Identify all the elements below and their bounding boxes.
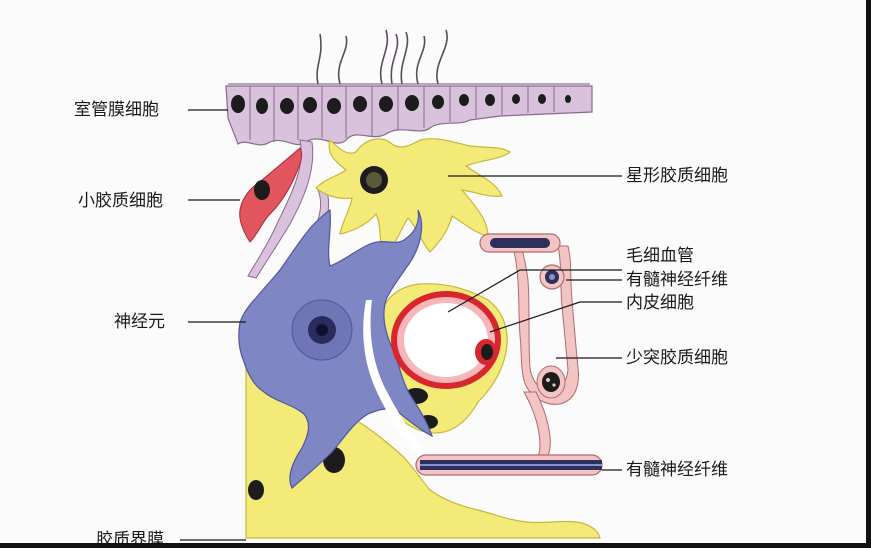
label-endothelial-cell: 内皮细胞 [626, 293, 694, 313]
myelinated-fiber-top [479, 233, 561, 253]
ependymal-cells [225, 85, 593, 146]
label-myelinated-fiber-top: 有髓神经纤维 [626, 270, 728, 290]
capillary [391, 291, 501, 389]
microglia [239, 147, 303, 243]
frame-border-right [866, 0, 871, 548]
leader-lines [180, 109, 622, 541]
astrocyte [315, 138, 512, 255]
myelinated-fiber-cross-section [539, 264, 565, 290]
label-microglia: 小胶质细胞 [78, 191, 163, 211]
myelinated-fiber-bottom [415, 454, 603, 476]
label-myelinated-fiber-bottom: 有髓神经纤维 [626, 460, 728, 480]
cilia [316, 29, 448, 85]
frame-border-bottom [0, 543, 871, 548]
label-ependymal-cells: 室管膜细胞 [74, 100, 159, 120]
label-capillary: 毛细血管 [626, 246, 694, 266]
label-astrocyte: 星形胶质细胞 [626, 166, 728, 186]
label-oligodendrocyte: 少突胶质细胞 [626, 348, 728, 368]
extracellular-space [363, 300, 426, 456]
neuron [238, 208, 434, 489]
label-neuron: 神经元 [114, 312, 165, 332]
